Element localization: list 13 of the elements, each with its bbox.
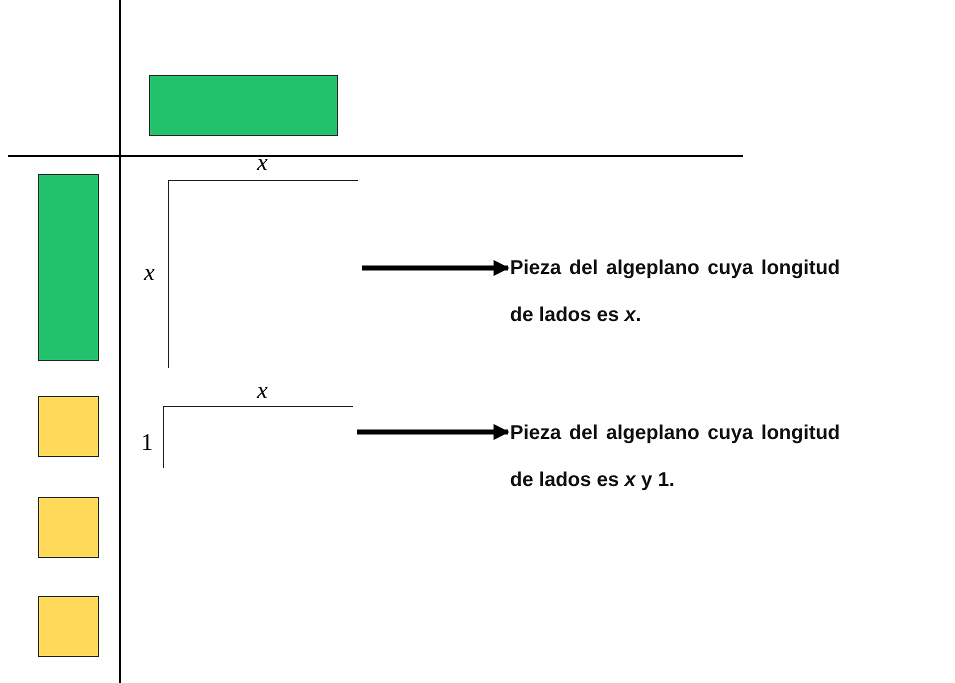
algebra-tile-unit	[38, 596, 99, 657]
algebra-tile-unit	[38, 497, 99, 558]
side-label: 1	[141, 431, 153, 455]
side-label: x	[257, 379, 268, 403]
algebra-tile-x	[38, 174, 99, 361]
side-label: x	[144, 261, 155, 285]
algebra-tile-unit	[38, 396, 99, 457]
description-text: Pieza del algeplano cuya longitud de lados es x.	[510, 245, 840, 339]
algebra-tile-x	[149, 75, 338, 136]
description-text: Pieza del algeplano cuya longitud de lados es x y 1.	[510, 410, 840, 504]
arrow	[362, 260, 510, 276]
side-label: x	[257, 151, 268, 175]
arrow	[357, 424, 510, 440]
